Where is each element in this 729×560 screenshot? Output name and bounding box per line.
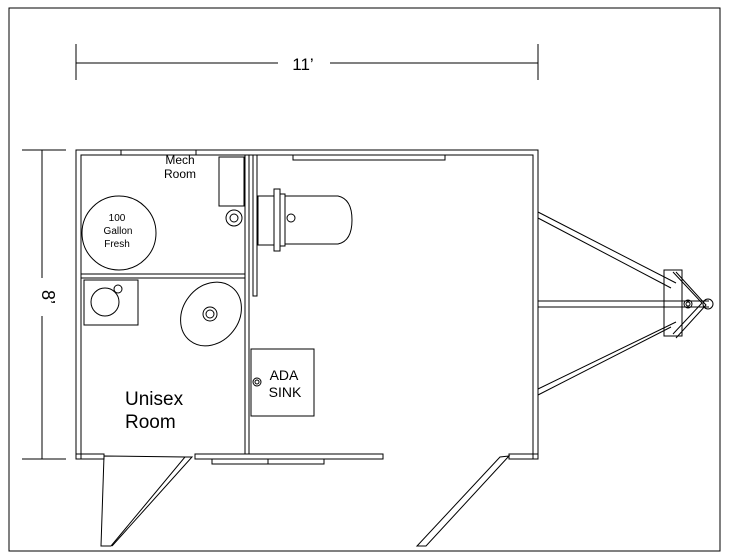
tank-label-line1: 100 — [109, 213, 126, 224]
exterior-walls — [75, 149, 539, 465]
height-dimension-line — [22, 149, 66, 460]
width-label: 11’ — [292, 55, 313, 74]
height-label: 8’ — [38, 290, 58, 304]
fresh-water-tank — [81, 195, 157, 271]
width-dimension-line — [75, 44, 539, 80]
ada-sink-label-line2: SINK — [269, 384, 302, 400]
trailer-hitch — [537, 211, 714, 396]
drawing-frame — [8, 7, 721, 552]
floor-drain — [180, 281, 242, 347]
interior-partitions — [80, 154, 258, 455]
tank-label-line3: Fresh — [104, 239, 130, 250]
tank-label-line2: Gallon — [104, 226, 133, 237]
mech-equipment — [218, 156, 245, 227]
unisex-room-label-line1: Unisex — [125, 389, 184, 410]
mech-room-label-line1: Mech — [165, 153, 194, 167]
ada-sink-label-line1: ADA — [270, 367, 299, 383]
corner-sink — [83, 279, 139, 326]
unisex-room-label-line2: Room — [125, 412, 176, 433]
toilet — [257, 188, 353, 252]
mech-room-label-line2: Room — [164, 167, 196, 181]
ada-sink-fixture — [250, 348, 315, 417]
doors — [100, 455, 511, 547]
